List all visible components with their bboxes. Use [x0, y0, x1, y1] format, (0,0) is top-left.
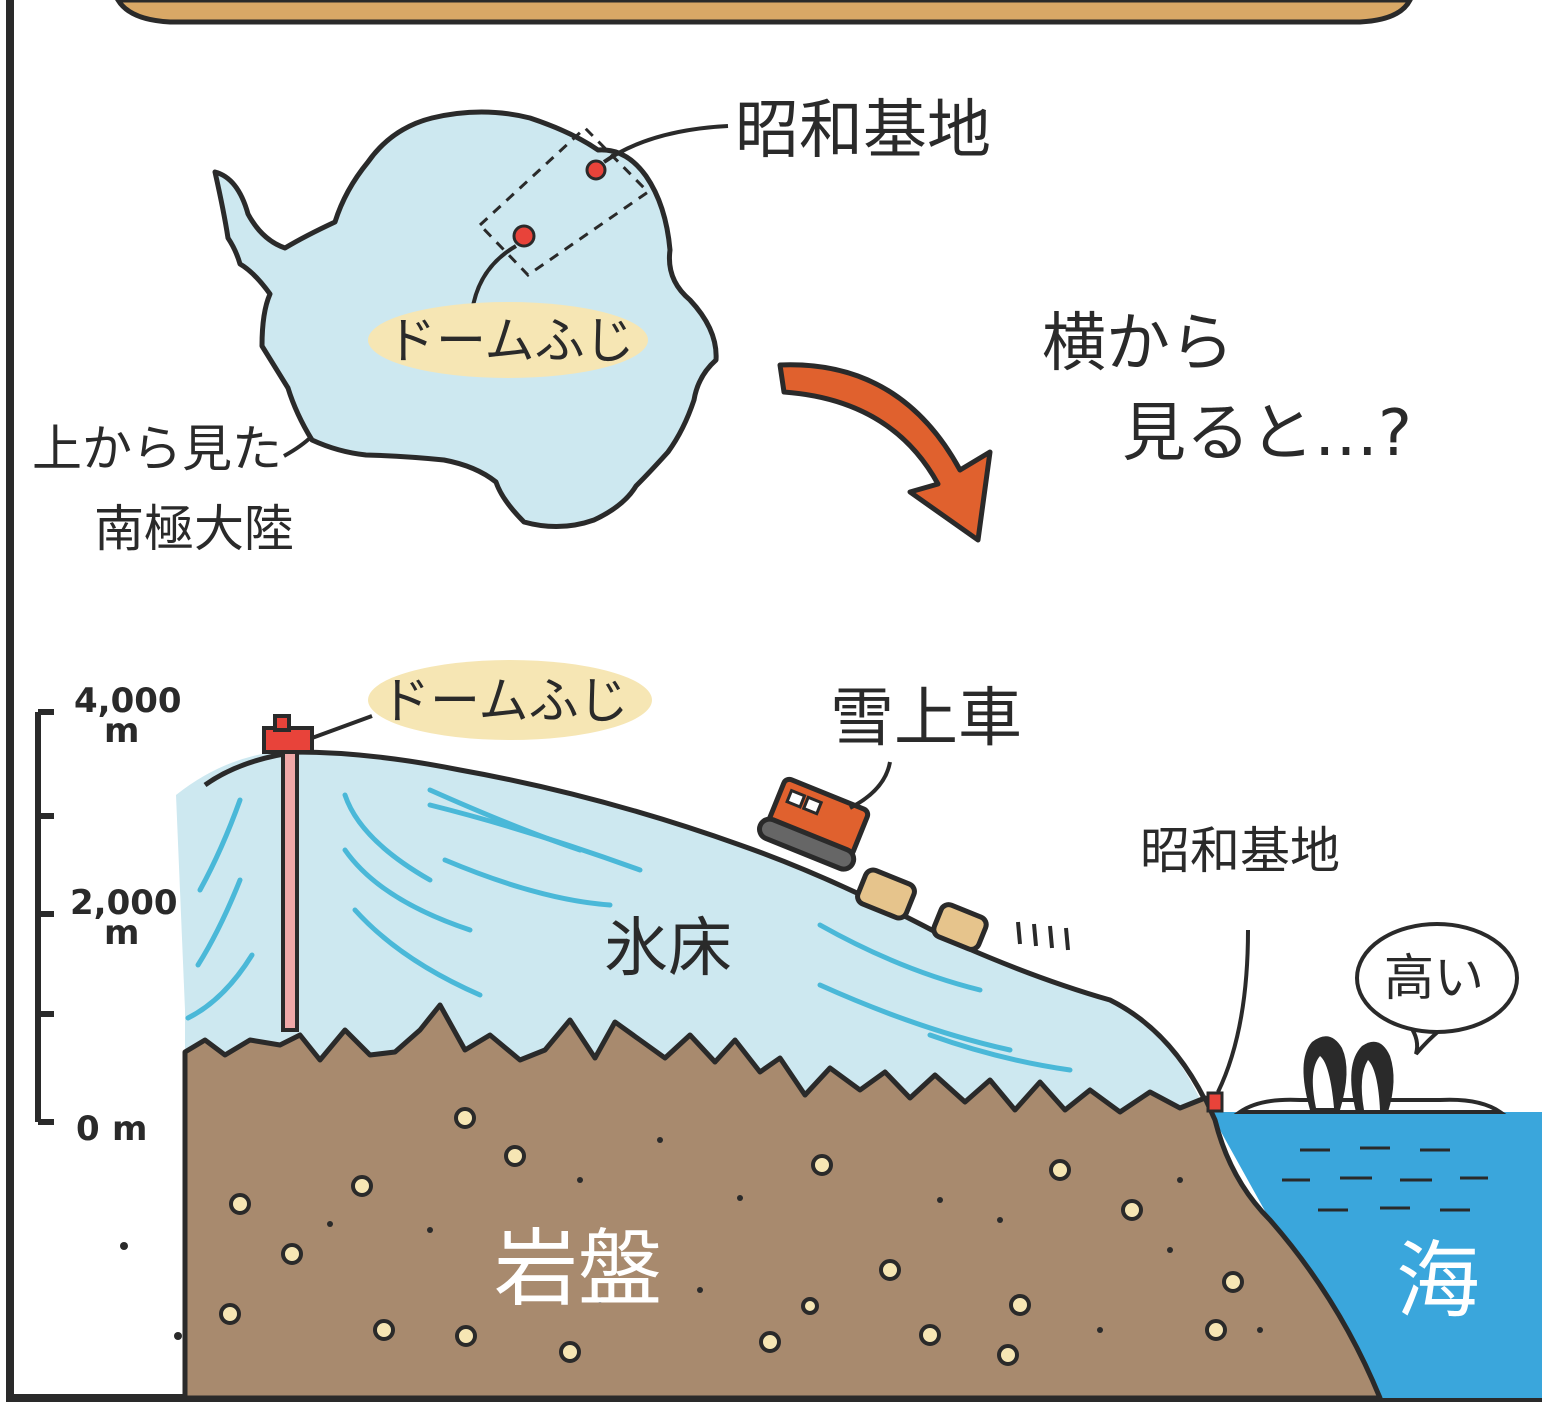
altitude-tick-4000: 4,000 — [74, 681, 182, 721]
penguin-icon — [1303, 1036, 1347, 1110]
altitude-tick-0: 0 — [76, 1109, 100, 1149]
altitude-tick-0-unit: m — [112, 1109, 147, 1149]
penguin-speech-label: 高い — [1384, 949, 1484, 1007]
showa-base-label-top: 昭和基地 — [735, 94, 991, 168]
showa-side-leader — [1216, 929, 1250, 1093]
cross-section-outline — [477, 125, 651, 277]
altitude-scale — [35, 709, 54, 1125]
motion-lines — [1016, 921, 1070, 951]
antarctica-top-view — [212, 109, 729, 530]
antarctica-leader-line — [283, 434, 314, 458]
ice-sheet-label: 氷床 — [604, 912, 732, 986]
bedrock-label: 岩盤 — [494, 1220, 662, 1318]
ice-core-drill — [262, 714, 314, 1032]
altitude-tick-4000-unit: m — [104, 711, 139, 751]
showa-leader-line — [602, 124, 729, 164]
ice-sheet-outline — [203, 749, 1208, 1102]
showa-base-marker — [585, 159, 607, 181]
sea-label: 海 — [1396, 1232, 1480, 1330]
bedrock-pebbles — [219, 1107, 1244, 1366]
dome-fuji-label-top: ドームふじ — [386, 312, 635, 370]
snow-vehicle-icon — [757, 776, 871, 872]
bedrock-dots — [120, 1137, 1263, 1340]
antarctica-label-line1: 上から見た — [32, 420, 282, 478]
antarctica-label-line2: 南極大陸 — [94, 500, 294, 558]
altitude-tick-2000: 2,000 — [70, 883, 178, 923]
ice-flow-stripes — [185, 787, 1073, 1073]
dome-fuji-label-side: ドームふじ — [380, 672, 629, 730]
dome-fuji-side-highlight — [368, 660, 652, 740]
showa-base-side-marker — [1206, 1091, 1224, 1113]
sea-waves — [1282, 1146, 1488, 1212]
side-view-label-line1: 横から — [1042, 307, 1234, 381]
altitude-tick-2000-unit: m — [104, 913, 139, 953]
top-banner — [115, 0, 1413, 25]
dome-fuji-side-leader — [311, 714, 373, 740]
speech-bubble-icon — [1355, 922, 1519, 1056]
bedrock-area — [182, 1002, 1383, 1401]
side-view-label-line2: 見ると…? — [1122, 397, 1412, 471]
curved-arrow-icon — [777, 362, 993, 543]
dome-fuji-highlight — [368, 302, 648, 378]
showa-base-label-side: 昭和基地 — [1140, 822, 1340, 880]
snow-vehicle-leader — [849, 761, 892, 810]
dome-fuji-marker — [512, 224, 536, 248]
penguin-icon-2 — [1351, 1041, 1394, 1112]
sea-area — [1210, 1112, 1542, 1398]
snow-vehicle-label: 雪上車 — [830, 682, 1022, 756]
cargo-sleds — [855, 867, 989, 952]
